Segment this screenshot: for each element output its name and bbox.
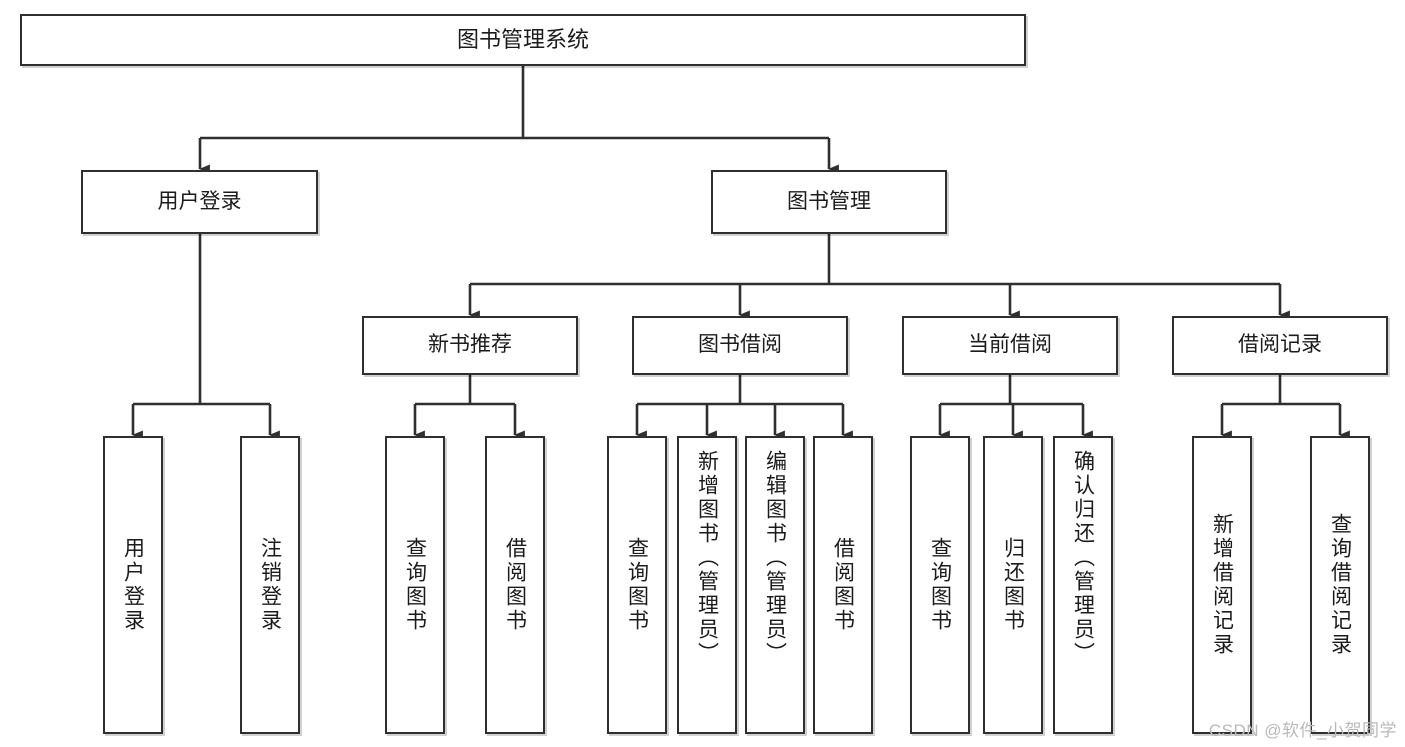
leaf-logout[interactable]: 注销登录	[240, 436, 300, 734]
leaf-borrow-book-2-label: 借阅图书	[831, 537, 855, 633]
leaf-edit-book-admin-label: 编辑图书（管理员）	[763, 450, 787, 666]
leaf-confirm-return-admin[interactable]: 确认归还（管理员）	[1053, 436, 1113, 734]
leaf-add-book-admin[interactable]: 新增图书（管理员）	[677, 436, 737, 734]
node-root-label: 图书管理系统	[456, 27, 589, 53]
leaf-query-borrow-record-label: 查询借阅记录	[1328, 513, 1352, 657]
node-current-borrow-label: 当前借阅	[968, 333, 1052, 357]
leaf-query-book-2[interactable]: 查询图书	[607, 436, 667, 734]
watermark: CSDN @软件_小贺同学	[1208, 721, 1397, 740]
leaf-borrow-book-1[interactable]: 借阅图书	[485, 436, 545, 734]
leaf-logout-label: 注销登录	[258, 537, 282, 633]
leaf-query-book-1-label: 查询图书	[403, 537, 427, 633]
leaf-add-borrow-record[interactable]: 新增借阅记录	[1192, 436, 1252, 734]
leaf-add-book-admin-label: 新增图书（管理员）	[695, 450, 719, 666]
node-current-borrow[interactable]: 当前借阅	[902, 316, 1118, 375]
leaf-add-borrow-record-label: 新增借阅记录	[1210, 513, 1234, 657]
leaf-borrow-book-2[interactable]: 借阅图书	[813, 436, 873, 734]
node-book-borrow[interactable]: 图书借阅	[632, 316, 848, 375]
node-root[interactable]: 图书管理系统	[20, 14, 1026, 66]
node-borrow-record-label: 借阅记录	[1238, 333, 1322, 357]
leaf-query-book-2-label: 查询图书	[625, 537, 649, 633]
node-new-book-recommendation[interactable]: 新书推荐	[362, 316, 578, 375]
node-book-borrow-label: 图书借阅	[698, 333, 782, 357]
leaf-return-book[interactable]: 归还图书	[983, 436, 1043, 734]
leaf-query-book-1[interactable]: 查询图书	[385, 436, 445, 734]
node-user-login[interactable]: 用户登录	[81, 170, 318, 234]
leaf-return-book-label: 归还图书	[1001, 537, 1025, 633]
node-user-login-label: 用户登录	[157, 189, 242, 213]
node-book-management[interactable]: 图书管理	[711, 170, 947, 234]
leaf-query-book-3[interactable]: 查询图书	[910, 436, 970, 734]
node-new-book-recommendation-label: 新书推荐	[428, 333, 512, 357]
node-book-management-label: 图书管理	[787, 189, 871, 213]
leaf-edit-book-admin[interactable]: 编辑图书（管理员）	[745, 436, 805, 734]
leaf-user-login[interactable]: 用户登录	[103, 436, 163, 734]
leaf-borrow-book-1-label: 借阅图书	[503, 537, 527, 633]
node-borrow-record[interactable]: 借阅记录	[1172, 316, 1388, 375]
leaf-user-login-label: 用户登录	[121, 537, 145, 633]
leaf-query-book-3-label: 查询图书	[928, 537, 952, 633]
leaf-query-borrow-record[interactable]: 查询借阅记录	[1310, 436, 1370, 734]
leaf-confirm-return-admin-label: 确认归还（管理员）	[1071, 450, 1095, 666]
